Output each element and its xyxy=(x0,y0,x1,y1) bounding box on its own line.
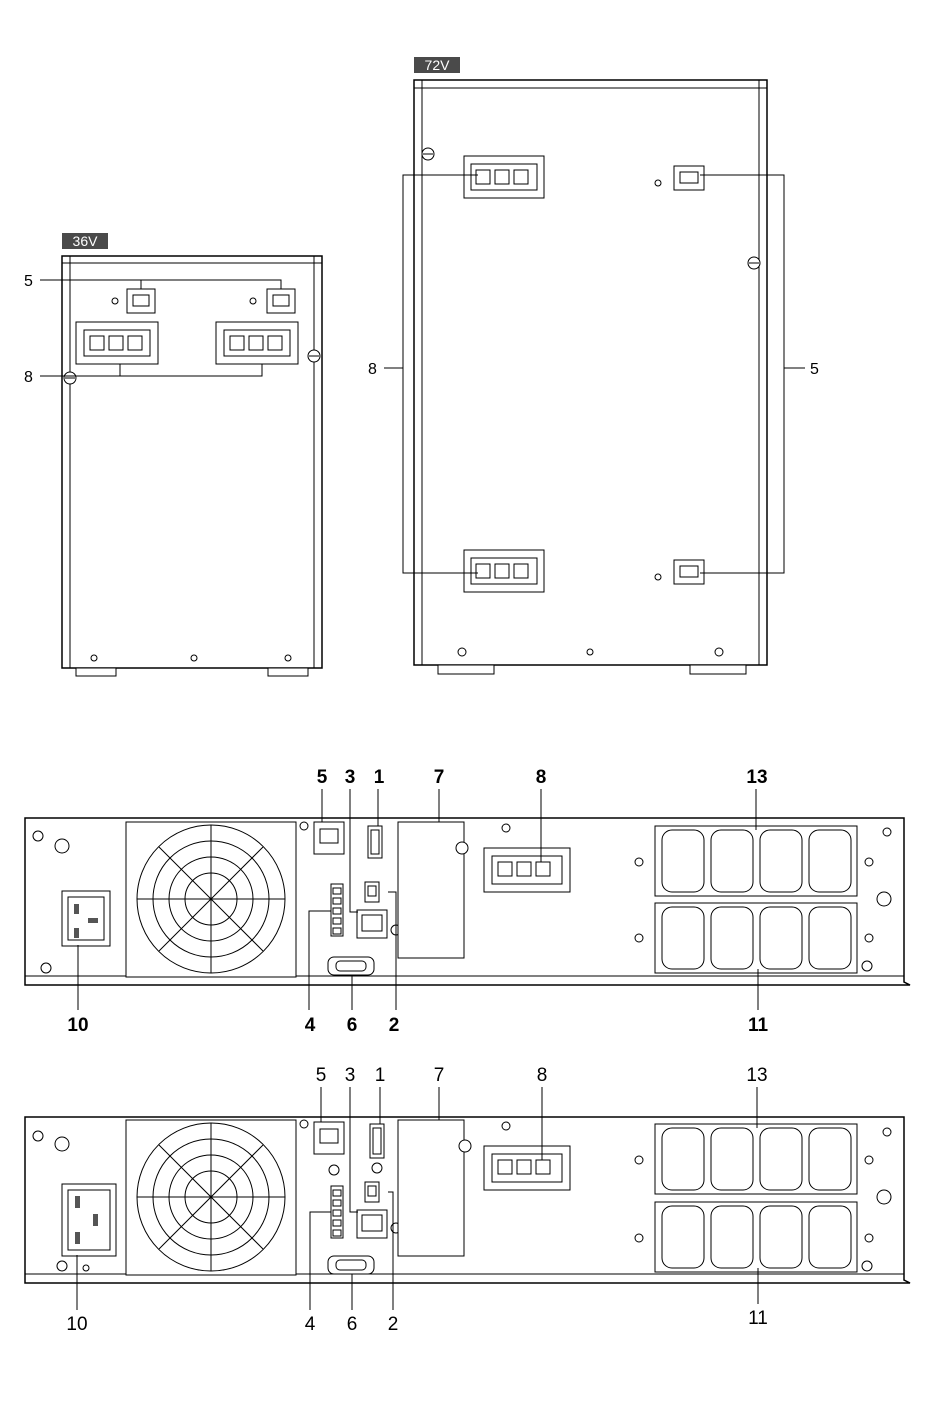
callout-bottom-usb: 3 xyxy=(345,1065,356,1086)
callout-bottom-inlet: 10 xyxy=(66,1314,87,1335)
callout-bottom-serial: 6 xyxy=(347,1314,358,1335)
callout-bottom-outlets-top: 13 xyxy=(746,1065,767,1086)
callout-36v-rj45: 5 xyxy=(24,273,33,290)
outlet[interactable] xyxy=(760,830,802,892)
callout-bottom-network: 2 xyxy=(388,1314,399,1335)
callout-top-outlets-top: 13 xyxy=(746,767,767,788)
outlet[interactable] xyxy=(662,1206,704,1268)
ups-rear-panel-bottom: 5 3 1 7 8 13 10 4 6 2 11 xyxy=(25,1065,910,1335)
battery-72v-panel: 72V 8 5 xyxy=(368,57,819,674)
callout-bottom-rj45: 5 xyxy=(316,1065,327,1086)
outlet[interactable] xyxy=(662,907,704,969)
outlet[interactable] xyxy=(760,907,802,969)
outlet[interactable] xyxy=(711,1206,753,1268)
callout-top-battery: 8 xyxy=(536,767,547,788)
battery-36v-panel: 36V 5 8 xyxy=(24,233,322,676)
outlet[interactable] xyxy=(809,907,851,969)
callout-top-terminal: 4 xyxy=(305,1015,316,1036)
card-slot-bottom[interactable] xyxy=(398,1120,464,1256)
callout-top-inlet: 10 xyxy=(67,1015,88,1036)
tag-36v-label: 36V xyxy=(73,233,99,249)
callout-top-hdmi: 1 xyxy=(374,767,385,788)
tag-72v-label: 72V xyxy=(425,57,451,73)
outlet[interactable] xyxy=(711,1128,753,1190)
callout-36v-battery: 8 xyxy=(24,369,33,386)
outlet[interactable] xyxy=(809,830,851,892)
outlet[interactable] xyxy=(809,1206,851,1268)
outlet[interactable] xyxy=(809,1128,851,1190)
outlet[interactable] xyxy=(711,907,753,969)
outlet[interactable] xyxy=(711,830,753,892)
outlet[interactable] xyxy=(760,1128,802,1190)
callout-bottom-hdmi: 1 xyxy=(375,1065,386,1086)
callout-72v-rj45: 5 xyxy=(810,361,819,378)
callout-bottom-card: 7 xyxy=(434,1065,445,1086)
outlet[interactable] xyxy=(760,1206,802,1268)
cabinet-36v xyxy=(62,256,322,668)
callout-bottom-battery: 8 xyxy=(537,1065,548,1086)
callout-72v-battery: 8 xyxy=(368,361,377,378)
callout-bottom-outlets-bottom: 11 xyxy=(748,1308,768,1329)
callout-top-card: 7 xyxy=(434,767,445,788)
card-slot-top[interactable] xyxy=(398,822,464,958)
ups-rear-panel-top: 5 3 1 7 8 13 10 4 6 2 11 xyxy=(25,767,910,1036)
callout-top-serial: 6 xyxy=(347,1015,358,1036)
callout-bottom-terminal: 4 xyxy=(305,1314,316,1335)
outlet[interactable] xyxy=(662,830,704,892)
callout-top-usb: 3 xyxy=(345,767,356,788)
outlet[interactable] xyxy=(662,1128,704,1190)
callout-top-outlets-bottom: 11 xyxy=(748,1015,769,1036)
callout-top-network: 2 xyxy=(389,1015,400,1036)
callout-top-rj45: 5 xyxy=(317,767,328,788)
